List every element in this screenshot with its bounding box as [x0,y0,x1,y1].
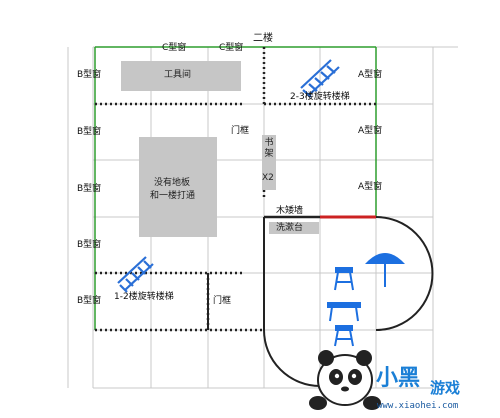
window-label-a-3: A型窗 [358,182,383,192]
window-label-b-1: B型窗 [77,70,102,80]
solid-walls [207,217,265,330]
wash-basin-label: 洗漱台 [276,223,304,233]
curved-wall-right [375,216,434,331]
table-icon [327,302,361,322]
no-floor-label-line1: 没有地板 [154,178,191,188]
window-label-b-5: B型窗 [77,296,102,306]
stairs-lower-label: 1-2楼旋转楼梯 [114,292,174,302]
logo-sub-text: 游戏 [430,379,461,397]
tool-room-label: 工具间 [164,70,192,80]
door-label-upper: 门框 [231,126,250,136]
bookshelf-label: 书架 [264,138,274,159]
logo-url-text: www.xiaohei.com [377,401,459,411]
stairs-upper-icon [300,59,340,98]
window-label-b-3: B型窗 [77,184,102,194]
door-label-lower: 门框 [213,296,232,306]
no-floor-block [139,137,217,237]
panda-logo-icon [309,350,381,410]
window-label-c-left: C型窗 [162,43,187,53]
umbrella-icon [365,253,405,287]
floor-title: 二楼 [253,33,273,44]
no-floor-label-line2: 和一楼打通 [150,191,196,201]
window-label-c-right: C型窗 [219,43,244,53]
stairs-upper-label: 2-3楼旋转楼梯 [290,92,350,102]
curved-wall-bottom [263,329,321,388]
window-label-a-1: A型窗 [358,70,383,80]
bookshelf-block [262,135,276,190]
stool-icon [334,267,354,291]
stool-icon [334,325,354,347]
bookshelf-count: X2 [262,173,274,183]
wash-basin-block [269,222,319,234]
green-walls [94,46,377,330]
window-label-b-2: B型窗 [77,127,102,137]
window-label-a-2: A型窗 [358,126,383,136]
wood-wall-label: 木矮墙 [276,206,304,216]
logo-main-text: 小黑 [376,366,421,391]
stairs-lower-icon [117,256,154,293]
window-label-b-4: B型窗 [77,240,102,250]
tool-room-block [121,61,241,91]
